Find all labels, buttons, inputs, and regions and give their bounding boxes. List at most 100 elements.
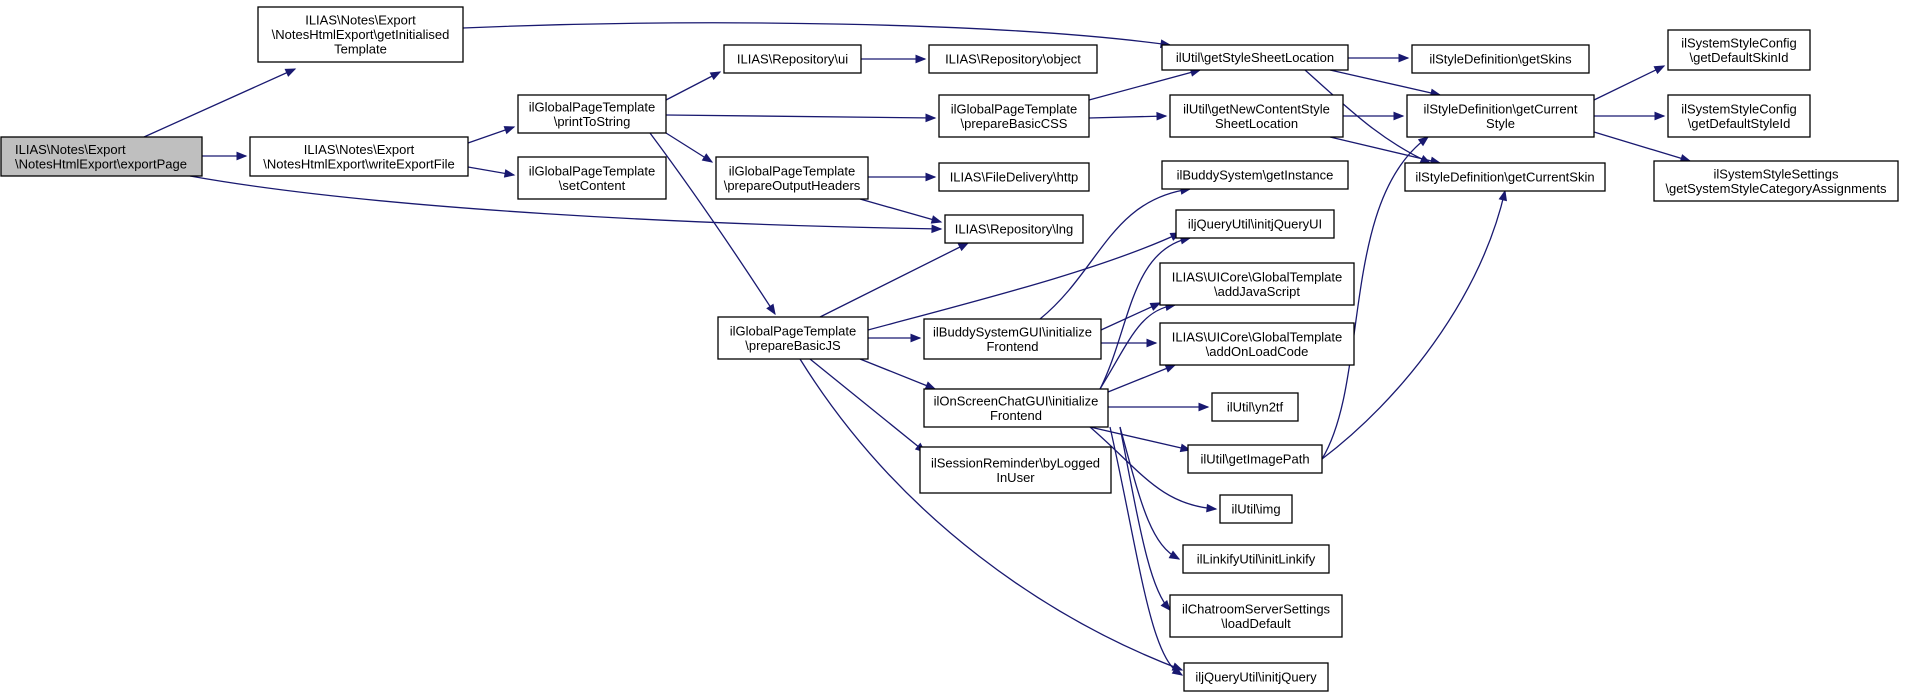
edge-getNewContentStyleSheetLocation-to-getCurrentStyle <box>1343 111 1405 121</box>
edge-line <box>799 358 1183 671</box>
node-label-line: ilSystemStyleConfig <box>1681 35 1797 50</box>
edge-line <box>462 22 1171 46</box>
node-getSkins[interactable]: ilStyleDefinition\getSkins <box>1411 44 1590 74</box>
node-label-line: ilGlobalPageTemplate <box>729 163 855 178</box>
edge-arrowhead <box>284 68 297 77</box>
node-getDefaultSkinId[interactable]: ilSystemStyleConfig\getDefaultSkinId <box>1667 29 1811 71</box>
node-prepareOutputHeaders[interactable]: ilGlobalPageTemplate\prepareOutputHeader… <box>715 156 869 200</box>
edge-line <box>649 132 776 315</box>
node-getStyleSheetLocation[interactable]: ilUtil\getStyleSheetLocation <box>1161 44 1349 71</box>
node-label-line: ILIAS\Notes\Export <box>304 142 415 157</box>
edge-getCurrentStyle-to-getDefaultSkinId <box>1593 65 1666 101</box>
node-img[interactable]: ilUtil\img <box>1219 494 1293 524</box>
node-getSystemStyleCategoryAssignments[interactable]: ilSystemStyleSettings\getSystemStyleCate… <box>1653 160 1899 202</box>
edge-arrowhead <box>503 126 516 135</box>
node-label-line: ilGlobalPageTemplate <box>730 323 856 338</box>
edge-arrowhead <box>1171 666 1184 676</box>
node-prepareBasicCSS[interactable]: ilGlobalPageTemplate\prepareBasicCSS <box>938 94 1090 138</box>
edge-prepareBasicJS-to-chatInitFrontend <box>859 358 937 390</box>
node-box <box>1404 162 1606 192</box>
node-initjQuery[interactable]: iljQueryUtil\initjQuery <box>1183 662 1329 692</box>
node-box <box>938 162 1090 192</box>
node-label-line: ilStyleDefinition\getCurrent <box>1424 101 1578 116</box>
node-getImagePath[interactable]: ilUtil\getImagePath <box>1187 444 1323 474</box>
node-box <box>517 156 667 200</box>
node-label-line: Template <box>334 42 387 57</box>
node-prepareBasicJS[interactable]: ilGlobalPageTemplate\prepareBasicJS <box>717 316 869 360</box>
node-writeExportFile[interactable]: ILIAS\Notes\Export\NotesHtmlExport\write… <box>249 136 469 177</box>
node-printToString[interactable]: ilGlobalPageTemplate\printToString <box>517 94 667 134</box>
node-repoUi[interactable]: ILIAS\Repository\ui <box>723 44 862 74</box>
edge-arrowhead <box>1206 503 1218 513</box>
node-label-line: \getDefaultStyleId <box>1688 116 1791 131</box>
node-buddyGetInstance[interactable]: ilBuddySystem\getInstance <box>1161 160 1349 190</box>
node-label-line: \addJavaScript <box>1214 284 1300 299</box>
edge-line <box>1593 65 1665 101</box>
edge-chatInitFrontend-to-addOnLoadCode <box>1107 364 1177 393</box>
node-repoObject[interactable]: ILIAS\Repository\object <box>928 44 1098 74</box>
node-getCurrentSkin[interactable]: ilStyleDefinition\getCurrentSkin <box>1404 162 1606 192</box>
node-addJavaScript[interactable]: ILIAS\UICore\GlobalTemplate\addJavaScrip… <box>1159 262 1355 306</box>
node-box <box>1169 594 1343 638</box>
node-box <box>1161 44 1349 71</box>
node-initjQueryUI[interactable]: iljQueryUtil\initjQueryUI <box>1175 209 1335 239</box>
node-box <box>717 316 869 360</box>
node-label-line: \prepareOutputHeaders <box>724 178 861 193</box>
node-label-line: ilStyleDefinition\getCurrentSkin <box>1415 170 1594 185</box>
node-label-line: ILIAS\UICore\GlobalTemplate <box>1172 269 1343 284</box>
node-repoLng[interactable]: ILIAS\Repository\lng <box>944 214 1084 244</box>
node-label-line: ilUtil\getImagePath <box>1200 452 1309 467</box>
edge-line <box>1089 426 1217 510</box>
node-label-line: ILIAS\Repository\object <box>945 52 1081 67</box>
node-label-line: ilGlobalPageTemplate <box>529 163 655 178</box>
edge-prepareOutputHeaders-to-fileDeliveryHttp <box>868 172 937 182</box>
node-box <box>938 94 1090 138</box>
edge-arrowhead <box>1168 550 1181 560</box>
edge-arrowhead <box>766 303 776 316</box>
edge-arrowhead <box>910 333 922 343</box>
node-label-line: ilUtil\getStyleSheetLocation <box>1176 50 1334 65</box>
edge-prepareOutputHeaders-to-repoLng <box>859 198 943 224</box>
edge-exportPage-to-repoLng <box>189 175 943 234</box>
edge-line <box>1321 190 1506 460</box>
node-box <box>1219 494 1293 524</box>
edge-line <box>665 71 721 101</box>
node-yn2tf[interactable]: ilUtil\yn2tf <box>1211 392 1299 422</box>
node-initLinkify[interactable]: ilLinkifyUtil\initLinkify <box>1182 544 1330 574</box>
node-label-line: ilStyleDefinition\getSkins <box>1429 52 1572 67</box>
node-fileDeliveryHttp[interactable]: ILIAS\FileDelivery\http <box>938 162 1090 192</box>
edge-arrowhead <box>925 113 937 123</box>
edge-line <box>1088 115 1167 119</box>
node-exportPage[interactable]: ILIAS\Notes\Export\NotesHtmlExport\expor… <box>0 136 203 177</box>
node-addOnLoadCode[interactable]: ILIAS\UICore\GlobalTemplate\addOnLoadCod… <box>1159 322 1355 366</box>
edge-exportPage-to-getInitialisedTemplate <box>143 68 297 138</box>
node-label-line: ILIAS\Repository\lng <box>955 222 1074 237</box>
edge-arrowhead <box>930 215 943 224</box>
edge-line <box>189 175 942 230</box>
node-box <box>715 156 869 200</box>
edge-getInitialisedTemplate-to-getStyleSheetLocation <box>462 22 1172 49</box>
node-getInitialisedTemplate[interactable]: ILIAS\Notes\Export\NotesHtmlExport\getIn… <box>257 6 464 63</box>
node-setContent[interactable]: ilGlobalPageTemplate\setContent <box>517 156 667 200</box>
edge-arrowhead <box>957 242 970 252</box>
node-getDefaultStyleId[interactable]: ilSystemStyleConfig\getDefaultStyleId <box>1667 94 1811 138</box>
node-label-line: \getDefaultSkinId <box>1689 50 1788 65</box>
edge-printToString-to-prepareBasicJS <box>649 132 776 316</box>
edge-arrowhead <box>1654 111 1666 121</box>
edge-line <box>1593 131 1691 162</box>
node-label-line: ilUtil\getNewContentStyle <box>1183 101 1330 116</box>
node-box <box>257 6 464 63</box>
node-box <box>249 136 469 177</box>
node-label-line: \getSystemStyleCategoryAssignments <box>1665 181 1887 196</box>
edge-arrowhead <box>931 224 943 234</box>
node-label-line: \prepareBasicJS <box>745 338 841 353</box>
node-chatroomLoadDefault[interactable]: ilChatroomServerSettings\loadDefault <box>1169 594 1343 638</box>
nodes: ILIAS\Notes\Export\NotesHtmlExport\expor… <box>0 6 1899 692</box>
node-box <box>1406 94 1595 138</box>
